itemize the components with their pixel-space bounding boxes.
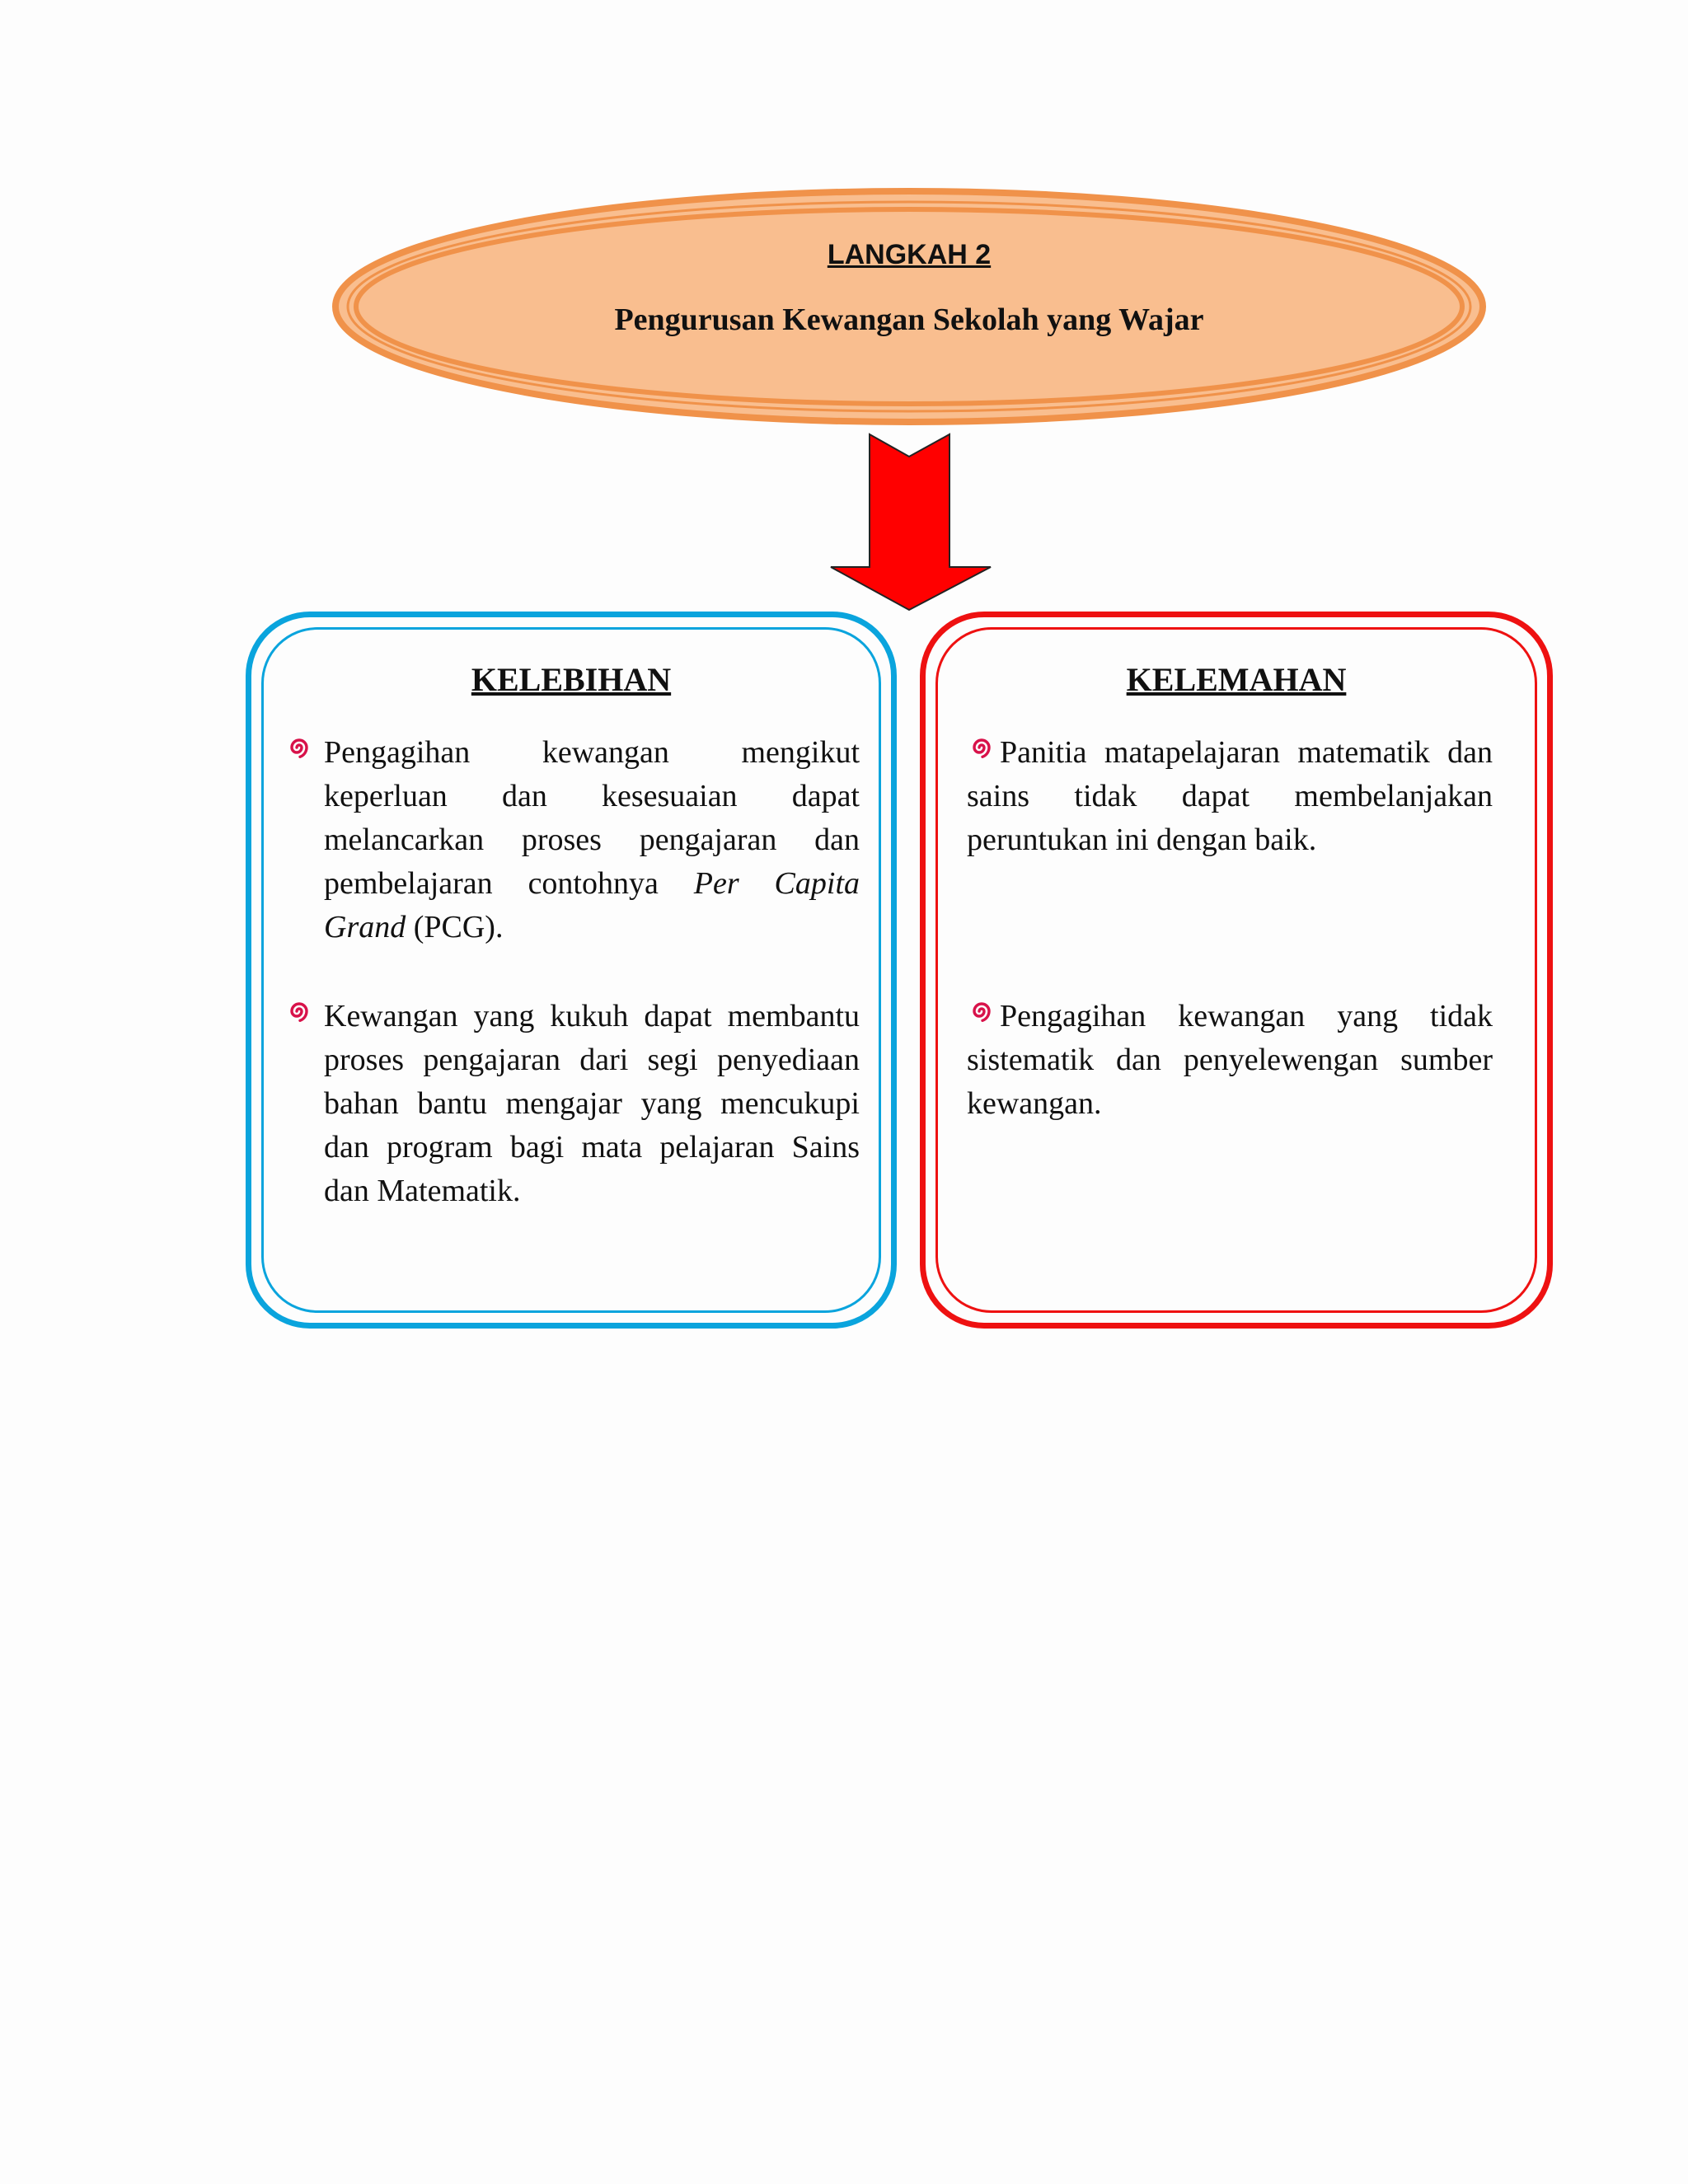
kelemahan-panel: KELEMAHAN Panitia matapelajaran matemati… bbox=[920, 612, 1553, 1329]
spiral-bullet-icon bbox=[973, 1002, 991, 1022]
kelemahan-panel-inner-border bbox=[935, 627, 1537, 1313]
spiral-bullet-icon bbox=[290, 1002, 308, 1022]
spiral-bullet-icon bbox=[290, 738, 308, 758]
kelebihan-item: Kewangan yang kukuh dapat membantu prose… bbox=[284, 995, 860, 1213]
kelebihan-heading: KELEBIHAN bbox=[471, 661, 672, 698]
italic-term: Per Capita Grand bbox=[324, 866, 860, 944]
kelemahan-item-text: Pengagihan kewangan yang tidak sistemati… bbox=[967, 999, 1493, 1121]
kelebihan-panel-inner-border bbox=[261, 627, 881, 1313]
kelemahan-item-text: Panitia matapelajaran matematik dan sain… bbox=[967, 735, 1493, 857]
kelemahan-heading: KELEMAHAN bbox=[1126, 661, 1347, 698]
kelebihan-item: Pengagihan kewangan mengikut keperluan d… bbox=[284, 731, 860, 949]
step-oval bbox=[332, 188, 1486, 425]
kelebihan-item-text: Pengagihan kewangan mengikut keperluan d… bbox=[324, 735, 860, 944]
spiral-bullet-icon bbox=[973, 738, 991, 758]
kelebihan-item-text: Kewangan yang kukuh dapat membantu prose… bbox=[324, 999, 860, 1208]
kelemahan-item: Panitia matapelajaran matematik dan sain… bbox=[967, 731, 1493, 862]
down-arrow-icon bbox=[830, 433, 992, 612]
step-title: Pengurusan Kewangan Sekolah yang Wajar bbox=[614, 302, 1204, 337]
step-label: LANGKAH 2 bbox=[827, 239, 992, 270]
kelemahan-item: Pengagihan kewangan yang tidak sistemati… bbox=[967, 995, 1493, 1126]
kelebihan-panel: KELEBIHAN Pengagihan kewangan mengikut k… bbox=[246, 612, 897, 1329]
